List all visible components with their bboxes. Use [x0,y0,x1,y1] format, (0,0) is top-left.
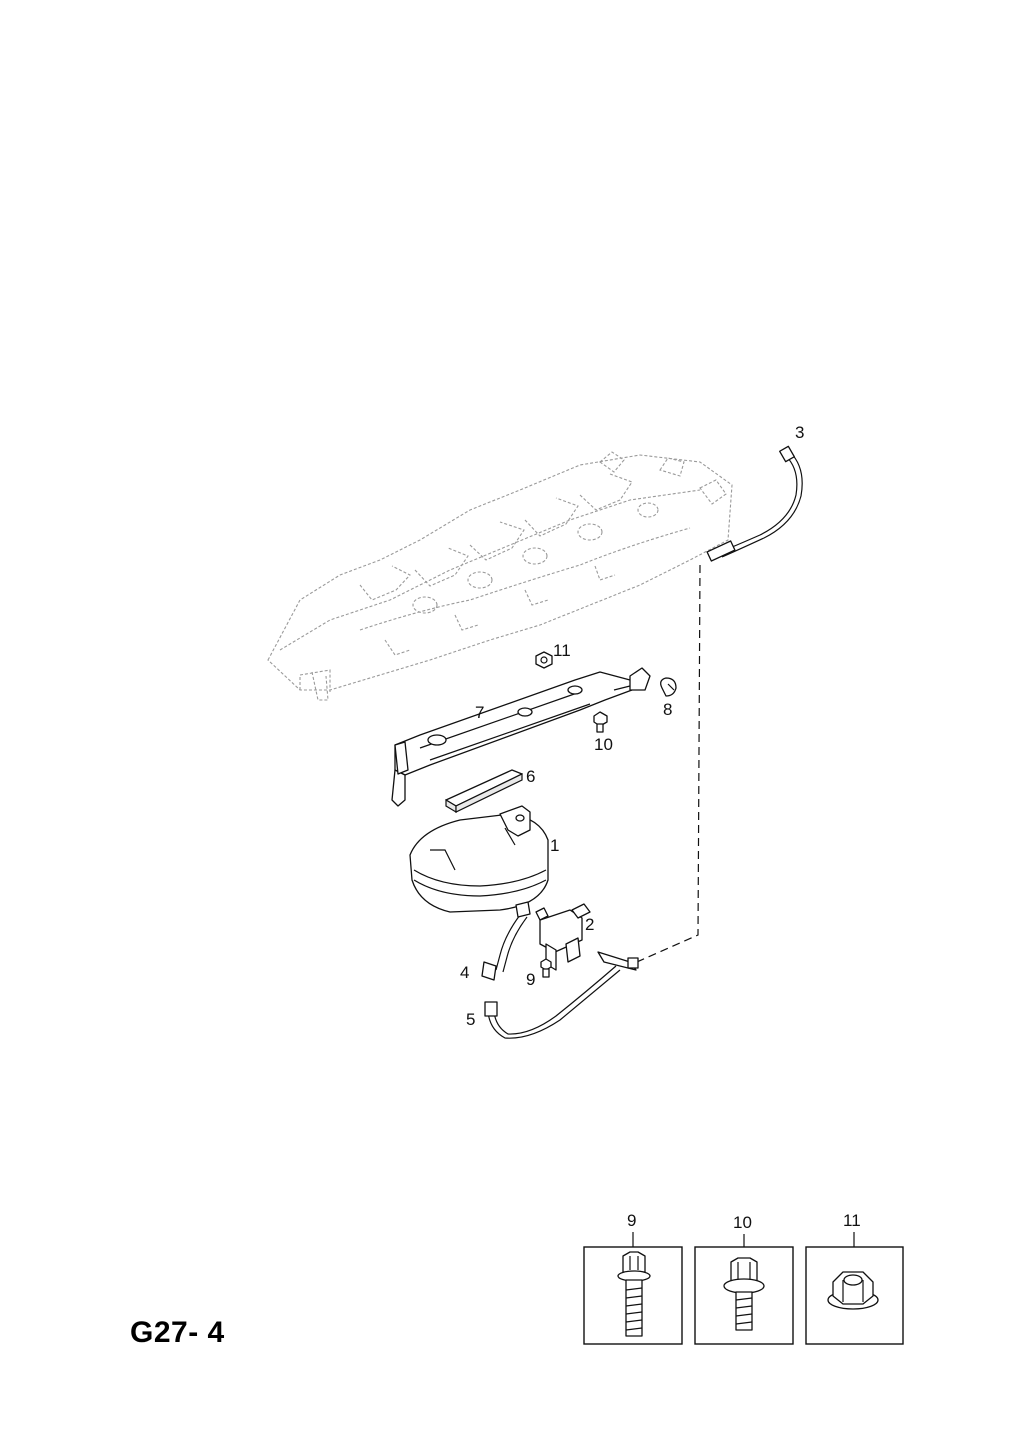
callout-1: 1 [550,836,559,855]
intake-manifold-outline [267,451,733,701]
callout-10: 10 [594,735,613,754]
detail-box-9: 9 [583,1211,683,1345]
detail-box-11-label: 11 [843,1211,861,1230]
flange-nut-icon [827,1271,879,1310]
foam-pad [445,769,523,814]
flange-bolt-long-icon [617,1251,651,1337]
detail-box-9-label: 9 [627,1211,636,1230]
clip-part-8 [660,677,677,697]
callout-4: 4 [460,963,469,982]
bolt-part-9 [540,958,552,978]
callout-8: 8 [663,700,672,719]
bolt-part-10 [593,711,608,733]
nut-part-11 [535,651,553,669]
detail-box-11: 11 [805,1211,904,1345]
routing-guide-line [629,564,701,966]
detail-box-10-label: 10 [733,1213,752,1232]
callout-6: 6 [526,767,535,786]
callout-7: 7 [475,703,484,722]
callout-9: 9 [526,970,535,989]
vacuum-reservoir [409,805,549,913]
vacuum-hose-lower [484,951,639,1039]
callout-2: 2 [585,915,594,934]
mounting-bracket [391,667,651,807]
callout-11: 11 [553,641,571,660]
flange-bolt-short-icon [723,1257,765,1331]
page-code: G27- 4 [130,1316,225,1349]
vacuum-hose-upper [706,445,803,562]
callout-5: 5 [466,1010,475,1029]
detail-box-10: 10 [694,1213,794,1345]
callout-3: 3 [795,423,804,442]
solenoid-valve [535,903,591,971]
hose-part-4 [481,901,531,981]
